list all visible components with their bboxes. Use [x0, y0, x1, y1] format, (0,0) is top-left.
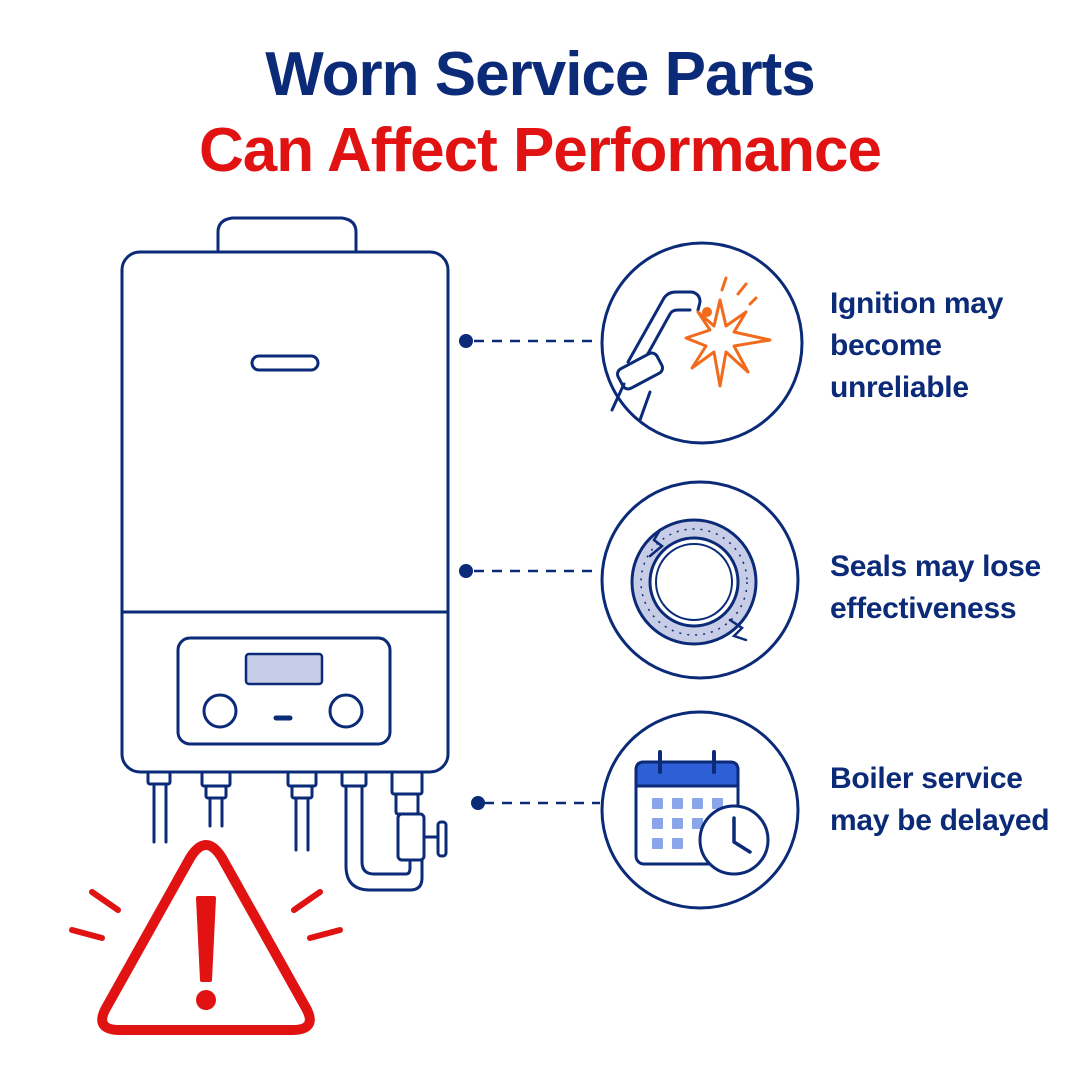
- connector-dots: [459, 334, 485, 810]
- connectors: [474, 339, 600, 805]
- title-line-1: Worn Service Parts: [265, 40, 815, 109]
- seal-ring-icon: [630, 518, 758, 646]
- calendar-clock-icon: [634, 750, 770, 876]
- callout-ignition-text: Ignition may become unreliable: [830, 287, 1004, 404]
- boiler-pipes: [146, 770, 448, 892]
- title-line-2: Can Affect Performance: [198, 116, 882, 185]
- spark-burst: [684, 298, 772, 388]
- control-panel: [176, 636, 392, 746]
- warning-triangle-icon: [69, 840, 343, 1035]
- boiler-flue-cap: [216, 216, 358, 254]
- boiler-illustration: [120, 216, 450, 892]
- control-display: [244, 652, 324, 686]
- control-knob-right: [328, 693, 364, 729]
- callout-seals-text: Seals may lose effectiveness: [830, 550, 1041, 625]
- boiler-handle: [250, 354, 320, 372]
- control-knob-left: [202, 693, 238, 729]
- callout-service-text: Boiler service may be delayed: [830, 762, 1050, 837]
- ignition-spark-icon: [610, 276, 772, 422]
